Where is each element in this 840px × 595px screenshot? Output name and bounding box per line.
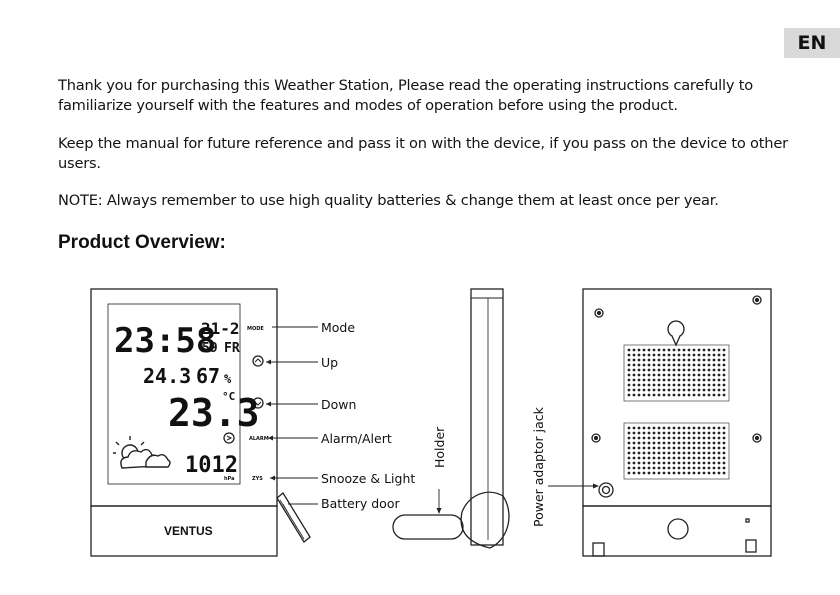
snooze-light-button[interactable]: ZYS <box>252 476 263 482</box>
lcd-outdoor-temp: 24.3 <box>143 364 191 388</box>
wall-hanger-hole <box>667 320 685 347</box>
battery-door[interactable] <box>276 492 311 543</box>
holder <box>392 514 464 540</box>
note-paragraph: NOTE: Always remember to use high qualit… <box>58 192 719 209</box>
arrowheads <box>266 359 599 514</box>
mode-button[interactable]: MODE <box>247 326 264 332</box>
callout-lines <box>266 326 597 512</box>
front-view <box>90 288 311 557</box>
callout-labels: Mode Up Down Alarm/Alert Snooze & Light … <box>321 320 546 527</box>
intro-paragraph: Thank you for purchasing this Weather St… <box>58 77 754 114</box>
callout-snooze-light: Snooze & Light <box>321 471 415 486</box>
side-view <box>392 288 510 549</box>
product-diagram: 23:58 21-2 59 FR 24.3 67 % 23.3 °C 1012 … <box>90 288 772 557</box>
brand-logo: VENTUS <box>164 524 213 538</box>
lcd-frame <box>107 303 241 485</box>
weather-icon <box>113 436 171 469</box>
button-labels: MODE ALARM ZYS <box>247 326 269 482</box>
product-overview-heading: Product Overview: <box>58 232 226 253</box>
callout-mode: Mode <box>321 320 355 335</box>
callout-up: Up <box>321 355 338 370</box>
alarm-button[interactable]: ALARM <box>249 436 269 442</box>
lcd-pressure: 1012 <box>185 453 238 478</box>
back-base <box>582 505 772 557</box>
speaker-grille-top <box>623 344 730 402</box>
lcd-date: 21-2 <box>201 319 240 338</box>
lcd-seconds: 59 <box>202 341 218 356</box>
callout-alarm-alert: Alarm/Alert <box>321 431 392 446</box>
lcd-temp-unit: °C <box>222 390 235 403</box>
lcd-pressure-unit: hPa <box>224 476 234 482</box>
side-body <box>470 288 504 546</box>
callout-power-adaptor-jack: Power adaptor jack <box>531 406 546 527</box>
alert-icon <box>223 432 235 444</box>
lcd-indoor-temp: 23.3 <box>168 391 260 435</box>
power-adaptor-jack[interactable] <box>598 482 614 498</box>
front-base <box>90 505 278 557</box>
speaker-grille-bottom <box>623 422 730 480</box>
callout-holder: Holder <box>432 426 447 468</box>
lcd-humidity: 67 <box>196 364 220 388</box>
language-tab: EN <box>784 28 840 58</box>
down-button[interactable] <box>252 397 264 409</box>
manual-paragraph: Keep the manual for future reference and… <box>58 135 788 172</box>
up-button[interactable] <box>252 355 264 367</box>
grille-dots <box>627 348 726 475</box>
lcd-display: 23:58 21-2 59 FR 24.3 67 % 23.3 °C 1012 … <box>114 319 260 482</box>
back-view <box>582 288 772 557</box>
lcd-weekday: FR <box>224 341 240 356</box>
callout-battery-door: Battery door <box>321 496 400 511</box>
lcd-humidity-unit: % <box>224 372 232 386</box>
lcd-time: 23:58 <box>114 321 216 361</box>
callout-down: Down <box>321 397 356 412</box>
